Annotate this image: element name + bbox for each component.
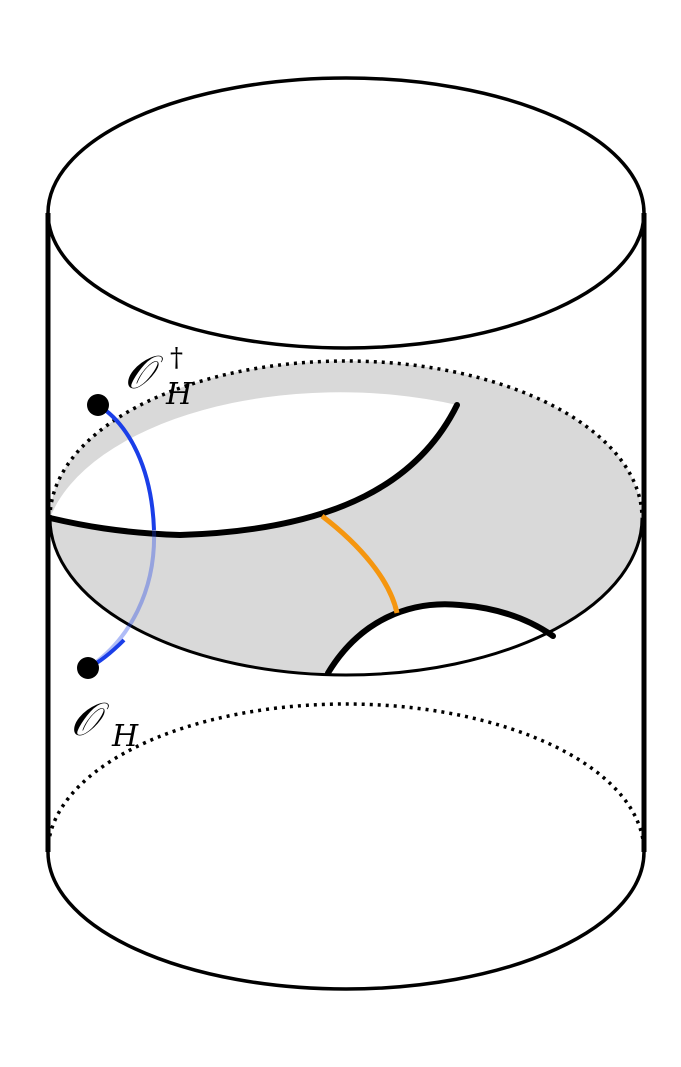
op-dagger-sub: H [165, 377, 193, 412]
op-dagger-point [87, 394, 109, 416]
blue-curve-upper [96, 403, 156, 531]
op-sub: H [111, 719, 139, 754]
op-label: 𝒪 H [70, 692, 139, 754]
lower-boundary-geodesic [325, 601, 556, 676]
upper-boundary-geodesic [47, 402, 460, 539]
time-slice-front-rim [48, 517, 644, 677]
op-point [77, 657, 99, 679]
op-dagger-main: 𝒪 [124, 345, 164, 399]
op-dagger-sup: † [170, 343, 183, 373]
cylinder-top-ellipse [46, 76, 646, 350]
cylinder-bottom-front-rim [46, 851, 646, 991]
op-main: 𝒪 [70, 692, 110, 746]
orange-geodesic [320, 514, 400, 614]
lower-slice-back-rim [46, 702, 646, 853]
